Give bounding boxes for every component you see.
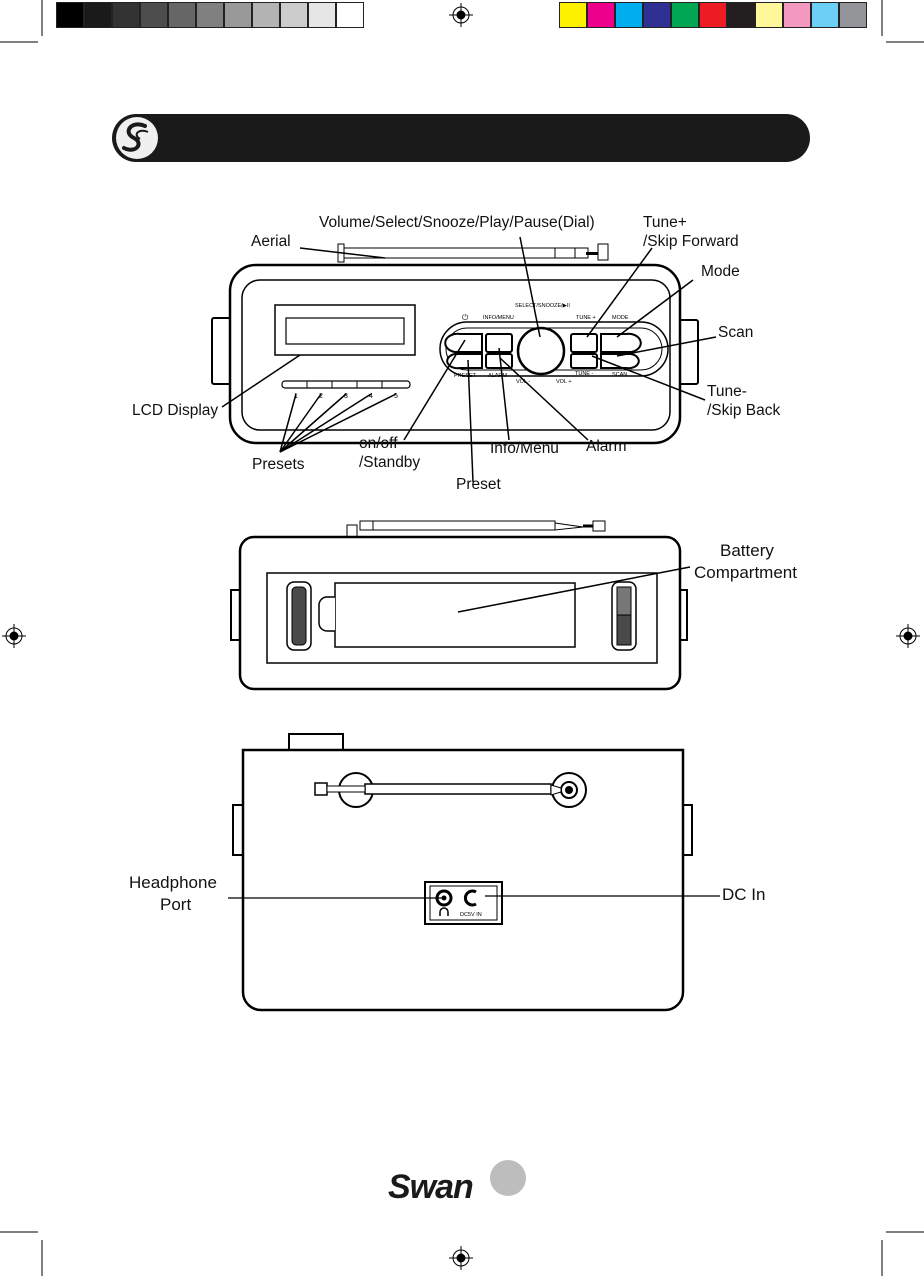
label-port: Port <box>160 896 191 914</box>
swan-brand-logo: Swan <box>388 1168 473 1207</box>
label-dc-in: DC In <box>722 886 765 904</box>
label-headphone: Headphone <box>129 874 217 892</box>
page-number-circle <box>490 1160 526 1196</box>
